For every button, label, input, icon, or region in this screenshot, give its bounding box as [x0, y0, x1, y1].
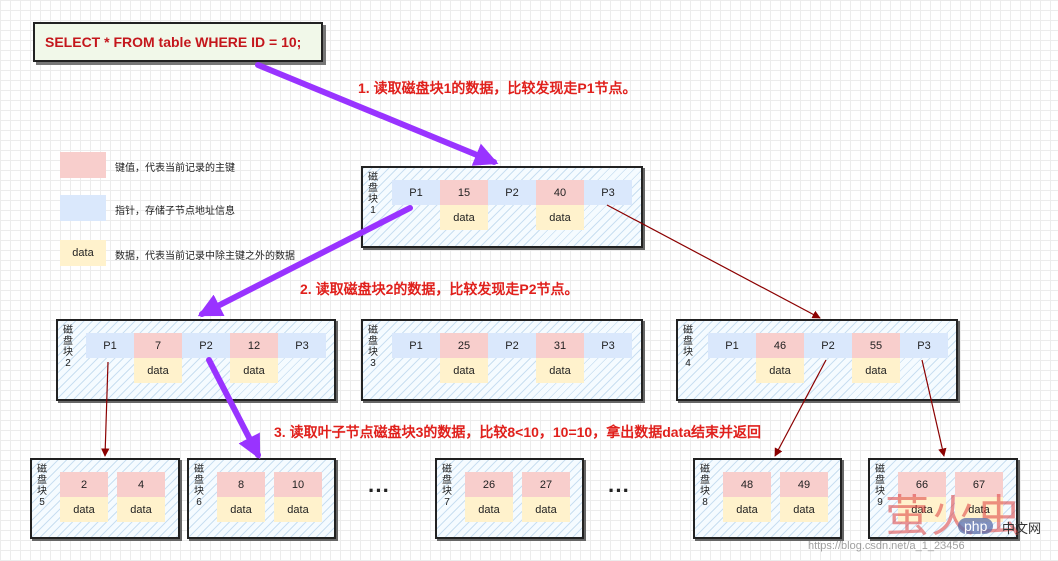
block-label: 磁盘块8: [700, 464, 710, 508]
data-cell: data: [780, 497, 828, 522]
legend-data-swatch: data: [60, 240, 106, 266]
key-cell: 12: [230, 333, 278, 358]
data-cell: data: [522, 497, 570, 522]
step2-arrow: [197, 205, 413, 317]
key-cell: 67: [955, 472, 1003, 497]
data-cell: data: [536, 358, 584, 383]
key-cell: 25: [440, 333, 488, 358]
pointer-arrow: [921, 359, 947, 457]
pointer-p2: P2: [182, 333, 230, 358]
data-cell: data: [440, 205, 488, 230]
data-cell: data: [230, 358, 278, 383]
block-label: 磁盘块9: [875, 464, 885, 508]
disk-block-2: 磁盘块2 P1 7 P2 12 P3 data data: [56, 319, 336, 401]
pointer-p2: P2: [488, 180, 536, 205]
key-cell: 31: [536, 333, 584, 358]
pointer-p3: P3: [584, 333, 632, 358]
pointer-arrow: [101, 361, 110, 457]
block-label: 磁盘块5: [37, 464, 47, 508]
legend-key-text: 键值，代表当前记录的主键: [115, 163, 235, 174]
data-cell: data: [723, 497, 771, 522]
watermark-url: https://blog.csdn.net/a_1_23456: [808, 540, 965, 552]
block-label: 磁盘块1: [368, 172, 378, 216]
pointer-p1: P1: [708, 333, 756, 358]
watermark-php-badge: php: [958, 518, 994, 534]
key-cell: 66: [898, 472, 946, 497]
disk-block-8: 磁盘块8 48 49 data data: [693, 458, 842, 539]
data-cell: data: [134, 358, 182, 383]
sql-query-box: SELECT * FROM table WHERE ID = 10;: [33, 22, 323, 62]
disk-block-6: 磁盘块6 8 10 data data: [187, 458, 336, 539]
key-cell: 10: [274, 472, 322, 497]
data-cell: data: [217, 497, 265, 522]
key-cell: 46: [756, 333, 804, 358]
data-cell: data: [955, 497, 1003, 522]
data-cell: data: [852, 358, 900, 383]
block-label: 磁盘块6: [194, 464, 204, 508]
pointer-arrow: [774, 359, 827, 457]
block-label: 磁盘块3: [368, 325, 378, 369]
pointer-p3: P3: [584, 180, 632, 205]
data-cell: data: [465, 497, 513, 522]
key-cell: 2: [60, 472, 108, 497]
block-label: 磁盘块4: [683, 325, 693, 369]
pointer-p2: P2: [804, 333, 852, 358]
key-cell: 8: [217, 472, 265, 497]
key-cell: 40: [536, 180, 584, 205]
pointer-p3: P3: [278, 333, 326, 358]
step3-arrow: [206, 357, 261, 460]
legend-pointer-swatch: [60, 195, 106, 221]
legend-key-swatch: [60, 152, 106, 178]
watermark-cn-text: 中文网: [1002, 521, 1042, 536]
key-cell: 15: [440, 180, 488, 205]
key-cell: 26: [465, 472, 513, 497]
block-label: 磁盘块2: [63, 325, 73, 369]
key-cell: 49: [780, 472, 828, 497]
step1-caption: 1. 读取磁盘块1的数据，比较发现走P1节点。: [358, 80, 637, 96]
data-cell: data: [440, 358, 488, 383]
key-cell: 4: [117, 472, 165, 497]
disk-block-3: 磁盘块3 P1 25 P2 31 P3 data data: [361, 319, 643, 401]
disk-block-7: 磁盘块7 26 27 data data: [435, 458, 584, 539]
step1-arrow: [255, 62, 499, 166]
data-cell: data: [60, 497, 108, 522]
step2-caption: 2. 读取磁盘块2的数据，比较发现走P2节点。: [300, 281, 579, 297]
pointer-p1: P1: [392, 333, 440, 358]
data-cell: data: [274, 497, 322, 522]
data-cell: data: [756, 358, 804, 383]
key-cell: 7: [134, 333, 182, 358]
disk-block-5: 磁盘块5 2 4 data data: [30, 458, 180, 539]
key-cell: 48: [723, 472, 771, 497]
disk-block-4: 磁盘块4 P1 46 P2 55 P3 data data: [676, 319, 958, 401]
legend-pointer-text: 指针，存储子节点地址信息: [115, 206, 235, 217]
block-label: 磁盘块7: [442, 464, 452, 508]
key-cell: 55: [852, 333, 900, 358]
data-cell: data: [898, 497, 946, 522]
data-cell: data: [117, 497, 165, 522]
legend-data-text: 数据，代表当前记录中除主键之外的数据: [115, 251, 295, 262]
pointer-p1: P1: [392, 180, 440, 205]
ellipsis-left: ···: [368, 478, 390, 503]
pointer-p2: P2: [488, 333, 536, 358]
watermark-brand: 萤火虫: [885, 492, 1023, 541]
pointer-arrow: [606, 204, 821, 319]
ellipsis-right: ···: [608, 478, 630, 503]
step3-caption: 3. 读取叶子节点磁盘块3的数据，比较8<10，10=10，拿出数据data结束…: [274, 424, 761, 440]
data-cell: data: [536, 205, 584, 230]
key-cell: 27: [522, 472, 570, 497]
pointer-p1: P1: [86, 333, 134, 358]
pointer-p3: P3: [900, 333, 948, 358]
